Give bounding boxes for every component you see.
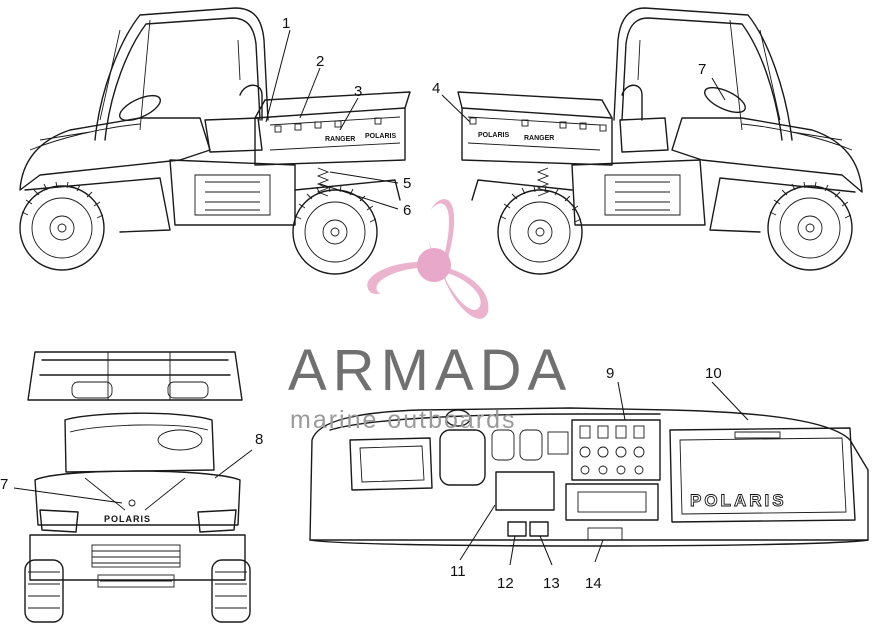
callout-2: 2 [316, 53, 324, 70]
decal-ranger-right: RANGER [524, 135, 554, 142]
callout-12: 12 [497, 575, 514, 592]
callout-14: 14 [585, 575, 602, 592]
callout-7-side: 7 [698, 61, 706, 78]
callout-4: 4 [432, 80, 440, 97]
callout-7-front: 7 [0, 476, 8, 493]
callout-3: 3 [354, 83, 362, 100]
decal-dash-polaris: POLARIS [690, 491, 787, 510]
callout-13: 13 [543, 575, 560, 592]
callout-5: 5 [403, 175, 411, 192]
front-view: POLARIS [13, 351, 253, 623]
callout-11: 11 [450, 563, 466, 580]
watermark-tagline: marine outboards [290, 406, 517, 434]
watermark-name: ARMADA [288, 338, 572, 403]
decal-front-polaris: POLARIS [104, 514, 151, 524]
decal-polaris-right: POLARIS [478, 132, 509, 139]
side-view-right: POLARIS RANGER [441, 7, 863, 275]
decal-ranger-left: RANGER [325, 136, 355, 143]
callout-9: 9 [606, 365, 614, 382]
side-view-left: RANGER POLARIS [19, 7, 411, 275]
dashboard-view: POLARIS [309, 381, 869, 566]
watermark: ARMADA marine outboards [288, 199, 572, 434]
callout-labels: 1 2 3 4 5 6 7 7 8 9 10 11 12 13 14 [0, 15, 722, 592]
callout-8: 8 [255, 431, 263, 448]
callout-10: 10 [705, 365, 722, 382]
decal-polaris-left: POLARIS [365, 133, 396, 140]
callout-6: 6 [403, 202, 411, 219]
propeller-logo-icon [367, 199, 489, 319]
callout-1: 1 [282, 15, 290, 32]
